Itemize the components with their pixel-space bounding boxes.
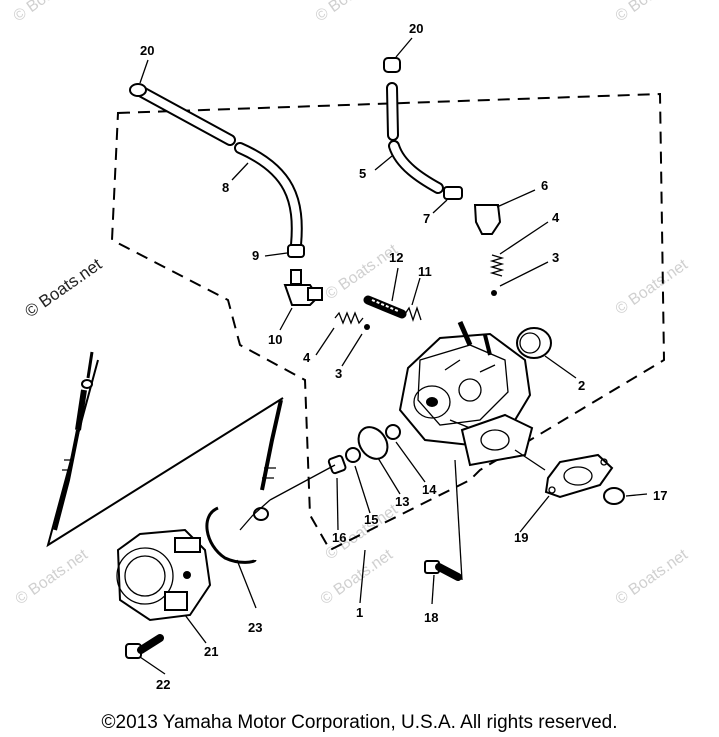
callout-5: 5 (359, 166, 366, 181)
watermark: © Boats.net (613, 0, 692, 25)
spring-upper (489, 254, 505, 296)
short-cable (253, 399, 283, 521)
watermark: © Boats.net (613, 546, 692, 608)
callout-18: 18 (424, 610, 438, 625)
pump-assembly-21 (116, 528, 212, 622)
callout-7: 7 (423, 211, 430, 226)
callout-17: 17 (653, 488, 667, 503)
callout-6: 6 (541, 178, 548, 193)
watermark-layer: © Boats.net © Boats.net © Boats.net © Bo… (11, 0, 692, 608)
callout-16: 16 (332, 530, 346, 545)
elbow-fitting (283, 269, 323, 306)
intake-flange (460, 413, 534, 467)
callout-14: 14 (422, 482, 437, 497)
gasket-19 (544, 453, 614, 499)
watermark: © Boats.net (13, 546, 92, 608)
bolt-18 (424, 560, 462, 581)
loop-cable-23 (205, 506, 257, 564)
side-watermark: © Boats.net (21, 254, 105, 321)
washer-15 (345, 447, 361, 463)
assembly-boundary (110, 92, 666, 552)
washer-17 (603, 487, 625, 505)
spring-11 (404, 305, 422, 323)
copyright-notice: ©2013 Yamaha Motor Corporation, U.S.A. A… (101, 712, 618, 733)
watermark: © Boats.net (313, 0, 392, 25)
callout-2: 2 (578, 378, 585, 393)
callout-12: 12 (389, 250, 403, 265)
hose-right (383, 57, 502, 235)
callout-3: 3 (335, 366, 342, 381)
callout-20: 20 (140, 43, 154, 58)
hose-left (129, 83, 305, 258)
callout-9: 9 (252, 248, 259, 263)
callout-labels: 20 20 8 9 10 5 7 6 4 3 12 11 4 3 2 16 15… (140, 21, 667, 692)
watermark: © Boats.net (613, 256, 692, 318)
callout-21: 21 (204, 644, 218, 659)
callout-10: 10 (268, 332, 282, 347)
callout-20: 20 (409, 21, 423, 36)
ring-2 (516, 327, 552, 359)
spring-middle (334, 311, 370, 330)
screw-12 (363, 295, 407, 319)
watermark: © Boats.net (11, 0, 90, 25)
callout-4: 4 (303, 350, 311, 365)
callout-11: 11 (418, 264, 432, 279)
callout-19: 19 (514, 530, 528, 545)
throttle-cable (53, 351, 94, 531)
nut-16 (327, 454, 347, 475)
leader-lines (139, 37, 648, 675)
callout-1: 1 (356, 605, 363, 620)
callout-8: 8 (222, 180, 229, 195)
oring-14 (385, 424, 401, 440)
callout-23: 23 (248, 620, 262, 635)
callout-15: 15 (364, 512, 378, 527)
callout-13: 13 (395, 494, 409, 509)
callout-3: 3 (552, 250, 559, 265)
callout-4: 4 (552, 210, 560, 225)
plate-13 (357, 426, 389, 460)
bolt-22 (125, 634, 164, 659)
callout-22: 22 (156, 677, 170, 692)
